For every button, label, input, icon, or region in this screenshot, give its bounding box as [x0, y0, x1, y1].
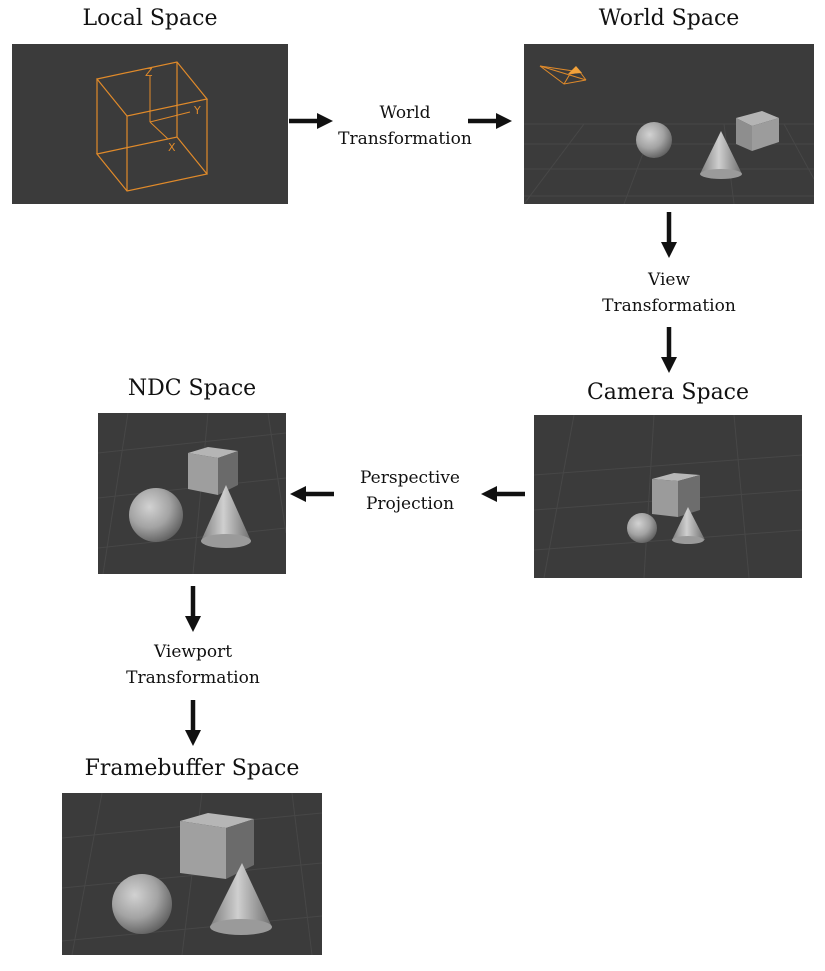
sphere — [636, 122, 672, 158]
cube — [652, 473, 700, 517]
sphere — [112, 874, 172, 934]
cone — [700, 131, 742, 179]
ndc-space-panel — [98, 413, 286, 574]
axis-x-label: X — [168, 141, 176, 154]
ndc-space-viewport — [98, 413, 286, 574]
axis-z-label: Z — [145, 66, 153, 79]
camera-space-title: Camera Space — [586, 380, 750, 405]
wireframe-cube — [95, 61, 209, 192]
arrow-down-icon — [661, 212, 677, 258]
cone — [672, 507, 705, 544]
world-transformation-caption: World Transformation — [330, 100, 480, 152]
cube — [180, 813, 254, 879]
framebuffer-space-viewport — [62, 793, 322, 955]
perspective-projection-caption: Perspective Projection — [345, 465, 475, 517]
perspective-projection-line1: Perspective — [360, 468, 460, 488]
view-transformation-caption: View Transformation — [594, 267, 744, 319]
cube — [736, 111, 779, 151]
floor-grid — [62, 793, 322, 955]
framebuffer-space-title: Framebuffer Space — [84, 756, 300, 781]
local-axes — [149, 76, 191, 140]
arrow-left-icon — [481, 486, 525, 502]
world-transformation-line2: Transformation — [338, 129, 472, 149]
camera-space-panel — [534, 415, 802, 578]
world-space-viewport — [524, 65, 814, 204]
floor-grid — [98, 413, 286, 574]
arrow-down-icon — [185, 586, 201, 632]
ndc-space-title: NDC Space — [127, 376, 257, 401]
view-transformation-line1: View — [647, 270, 691, 290]
perspective-projection-line2: Projection — [365, 494, 455, 514]
arrow-down-icon — [185, 700, 201, 746]
framebuffer-space-panel — [62, 793, 322, 955]
cone — [201, 485, 251, 548]
local-space-panel: Z Y X — [12, 44, 288, 204]
sphere — [129, 488, 183, 542]
cone — [210, 863, 272, 935]
viewport-transformation-caption: Viewport Transformation — [118, 639, 268, 691]
world-space-title: World Space — [598, 6, 740, 31]
viewport-transformation-line1: Viewport — [153, 642, 233, 662]
world-transformation-line1: World — [379, 103, 431, 123]
camera-gizmo — [539, 65, 587, 85]
cube — [188, 447, 238, 495]
world-space-panel — [524, 44, 814, 204]
local-space-viewport: Z Y X — [95, 61, 209, 192]
arrow-down-icon — [661, 327, 677, 373]
view-transformation-line2: Transformation — [602, 296, 736, 316]
arrow-left-icon — [290, 486, 334, 502]
axis-y-label: Y — [193, 104, 201, 117]
sphere — [627, 513, 657, 543]
local-space-title: Local Space — [82, 6, 218, 31]
camera-space-viewport — [534, 415, 802, 578]
viewport-transformation-line2: Transformation — [126, 668, 260, 688]
arrow-right-icon — [289, 113, 333, 129]
arrow-right-icon — [468, 113, 512, 129]
